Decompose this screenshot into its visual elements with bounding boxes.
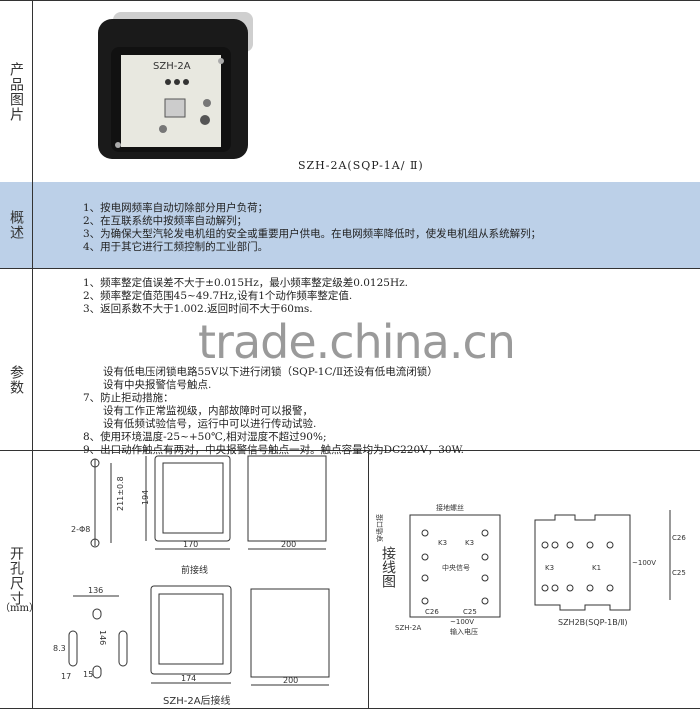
unit-label: （mm） (0, 603, 39, 614)
parameter-item: 8、使用环境温度-25~+50℃,相对湿度不超过90%; (83, 431, 327, 443)
parameter-list-top: 1、频率整定值误差不大于±0.015Hz，最小频率整定级差0.0125Hz. 2… (83, 277, 408, 316)
watermark: trade.china.cn (198, 315, 516, 369)
product-photo: SZH-2A (98, 12, 253, 159)
svg-text:17: 17 (61, 672, 71, 681)
dimensions-row: 开孔尺寸 （mm） 211±0.8 2-Φ8 194 170 前接线 200 1… (0, 451, 700, 709)
svg-text:穿墙口接: 穿墙口接 (375, 514, 384, 542)
parameter-item: 设有工作正常监视级，内部故障时可以报警， (83, 405, 314, 417)
svg-text:194: 194 (141, 490, 150, 505)
product-image-row: 产品图片 SZH-2A SZH-2A(SQP-1A/ Ⅱ) (0, 0, 700, 183)
wiring-label: 接线图 (380, 546, 396, 588)
svg-text:SZH-2A后接线: SZH-2A后接线 (163, 694, 231, 707)
parameter-list-bottom: 设有低电压闭锁电路55V以下进行闭锁（SQP-1C/Ⅱ还设有低电流闭锁） 设有中… (83, 366, 464, 457)
svg-text:200: 200 (283, 676, 298, 685)
svg-text:C26: C26 (425, 608, 439, 616)
svg-text:C26: C26 (672, 534, 686, 542)
wiring-diagrams: 接地螺丝 穿墙口接 K3 K3 中央信号 C26 C25 ~100V 输入电压 … (375, 503, 686, 636)
overview-item: 4、用于其它进行工频控制的工业部门。 (83, 241, 269, 253)
parameter-item: 7、防止拒动措施： (83, 392, 174, 404)
svg-text:K3: K3 (465, 539, 474, 547)
svg-text:K1: K1 (592, 564, 601, 572)
svg-text:接地螺丝: 接地螺丝 (436, 503, 464, 512)
parameter-item: 设有低电压闭锁电路55V以下进行闭锁（SQP-1C/Ⅱ还设有低电流闭锁） (83, 366, 438, 378)
label-text: 参数 (8, 364, 24, 395)
svg-text:174: 174 (181, 674, 196, 683)
overview-row: 概述 1、按电网频率自动切除部分用户负荷； 2、在互联系统中按频率自动解列； 3… (0, 182, 700, 269)
label-text: 产品图片 (8, 61, 24, 122)
svg-text:~100V: ~100V (450, 618, 474, 626)
dimension-drawings: 211±0.8 2-Φ8 194 170 前接线 200 136 146 8.3… (53, 455, 330, 707)
row-label: 开孔尺寸 (0, 451, 33, 708)
divider (368, 451, 369, 708)
svg-text:8.3: 8.3 (53, 644, 66, 653)
parameter-item: 设有中央报警信号触点. (83, 379, 212, 391)
parameters-row: 参数 1、频率整定值误差不大于±0.015Hz，最小频率整定级差0.0125Hz… (0, 269, 700, 456)
svg-text:C25: C25 (672, 569, 686, 577)
svg-text:211±0.8: 211±0.8 (116, 476, 125, 511)
svg-text:136: 136 (88, 586, 103, 595)
svg-text:~100V: ~100V (632, 559, 656, 567)
row-label: 产品图片 (0, 1, 33, 182)
svg-text:SZH2B(SQP-1B/Ⅱ): SZH2B(SQP-1B/Ⅱ) (558, 618, 628, 627)
svg-text:中央信号: 中央信号 (442, 563, 470, 572)
svg-text:输入电压: 输入电压 (450, 627, 478, 636)
overview-item: 1、按电网频率自动切除部分用户负荷； (83, 202, 269, 214)
label-text: 开孔尺寸 (8, 546, 24, 606)
row-label: 参数 (0, 269, 33, 450)
svg-text:SZH-2A: SZH-2A (153, 61, 191, 72)
row-label: 概述 (0, 182, 33, 268)
svg-text:C25: C25 (463, 608, 477, 616)
parameter-item: 2、频率整定值范围45~49.7Hz,设有1个动作频率整定值. (83, 290, 353, 302)
svg-text:2-Φ8: 2-Φ8 (71, 525, 90, 534)
svg-text:前接线: 前接线 (181, 564, 208, 576)
svg-text:170: 170 (183, 540, 198, 549)
parameter-item: 3、返回系数不大于1.002.返回时间不大于60ms. (83, 303, 313, 315)
parameter-item: 设有低频试验信号，运行中可以进行传动试验. (83, 418, 317, 430)
svg-text:15: 15 (83, 670, 93, 679)
svg-text:200: 200 (281, 540, 296, 549)
svg-text:146: 146 (98, 630, 107, 645)
svg-text:SZH-2A: SZH-2A (395, 624, 421, 632)
parameter-item: 1、频率整定值误差不大于±0.015Hz，最小频率整定级差0.0125Hz. (83, 277, 408, 289)
svg-text:K3: K3 (438, 539, 447, 547)
overview-item: 2、在互联系统中按频率自动解列； (83, 215, 248, 227)
overview-list: 1、按电网频率自动切除部分用户负荷； 2、在互联系统中按频率自动解列； 3、为确… (83, 202, 541, 254)
label-text: 概述 (8, 210, 24, 240)
svg-text:K3: K3 (545, 564, 554, 572)
product-caption: SZH-2A(SQP-1A/ Ⅱ) (298, 159, 424, 172)
overview-item: 3、为确保大型汽轮发电机组的安全或重要用户供电。在电网频率降低时，使发电机组从系… (83, 228, 542, 240)
